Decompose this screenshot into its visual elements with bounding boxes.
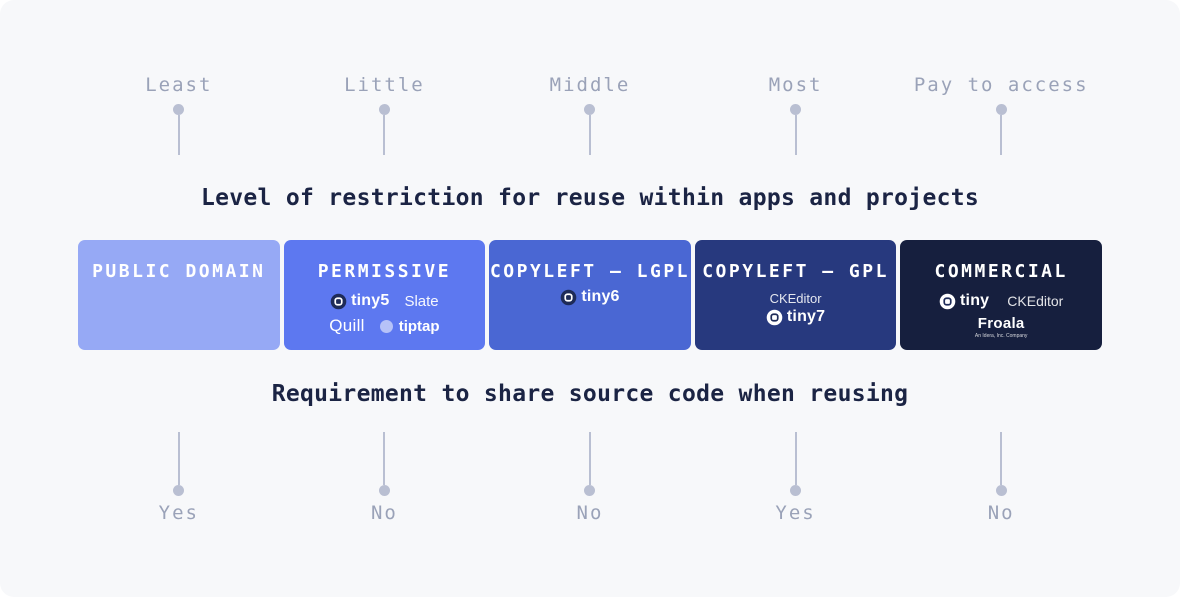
restriction-label: Most	[768, 74, 823, 96]
card-copyleft-gpl: COPYLEFT — GPL CKEditor tiny7	[694, 240, 897, 350]
restriction-label: Middle	[549, 74, 631, 96]
pin-stem	[794, 432, 797, 485]
share-scale: Yes No No Yes No	[78, 432, 1102, 524]
restriction-pin-little: Little	[284, 74, 486, 155]
license-cards-row: PUBLIC DOMAIN PERMISSIVE tiny5 Slate Qui	[78, 240, 1102, 350]
share-label: No	[370, 502, 398, 524]
pin-stem	[794, 115, 797, 155]
pin-stem	[383, 115, 386, 155]
pin-stem	[177, 115, 180, 155]
share-pin-2: No	[284, 432, 486, 524]
pin-dot	[995, 104, 1007, 115]
card-title: PERMISSIVE	[317, 261, 452, 282]
permissive-logos-row-2: Quill tiptap	[329, 316, 439, 336]
tiny-logo-icon	[561, 289, 577, 305]
share-pin-1: Yes	[78, 432, 280, 524]
froala-logo: Froala An Idera, Inc. Company	[975, 315, 1028, 339]
froala-logo-subtext: An Idera, Inc. Company	[974, 333, 1028, 339]
permissive-logos-row-1: tiny5 Slate	[330, 292, 439, 310]
restriction-pin-middle: Middle	[489, 74, 691, 155]
pin-dot	[584, 104, 596, 115]
restriction-scale: Least Little Middle Most Pay to access	[78, 74, 1102, 155]
share-pin-5: No	[900, 432, 1102, 524]
tiny6-logo-text: tiny6	[581, 288, 620, 305]
share-label: Yes	[158, 502, 199, 524]
share-heading: Requirement to share source code when re…	[271, 381, 909, 407]
restriction-pin-pay: Pay to access	[900, 74, 1102, 155]
tiny-logo-icon	[330, 293, 347, 309]
restriction-pin-most: Most	[695, 74, 897, 155]
card-public-domain: PUBLIC DOMAIN	[78, 240, 280, 350]
share-label: No	[987, 502, 1015, 524]
gpl-logos-row: tiny7	[766, 308, 825, 326]
pin-stem	[177, 432, 180, 485]
share-pin-3: No	[489, 432, 691, 524]
card-title: COPYLEFT — GPL	[702, 261, 889, 282]
share-label: Yes	[775, 502, 816, 524]
pin-stem	[1000, 432, 1003, 485]
tiny7-logo-text: tiny7	[786, 308, 826, 325]
restriction-label: Pay to access	[913, 74, 1089, 96]
pin-dot	[173, 104, 185, 115]
ckeditor-logo-text: CKEditor	[769, 291, 822, 306]
share-pin-4: Yes	[695, 432, 897, 524]
restriction-label: Least	[145, 74, 213, 96]
tiny7-logo: tiny7	[766, 308, 825, 326]
card-title: COPYLEFT — LGPL	[489, 261, 691, 282]
card-title: COMMERCIAL	[934, 261, 1068, 282]
restriction-pin-least: Least	[78, 74, 280, 155]
tiny5-logo: tiny5	[330, 292, 389, 310]
card-commercial: COMMERCIAL tiny CKEditor Froala An Idera…	[900, 240, 1102, 350]
restriction-heading: Level of restriction for reuse within ap…	[200, 185, 980, 211]
tiptap-logo-icon	[379, 319, 393, 333]
pin-dot	[790, 485, 802, 496]
tiny-logo: tiny	[939, 292, 989, 310]
lgpl-logos-row: tiny6	[560, 288, 619, 306]
ckeditor-logo-text: CKEditor	[1007, 293, 1064, 309]
pin-stem	[1000, 115, 1003, 155]
card-title: PUBLIC DOMAIN	[92, 261, 266, 282]
card-permissive: PERMISSIVE tiny5 Slate Quill	[283, 240, 486, 350]
pin-dot	[173, 485, 185, 496]
commercial-logos-row-1: tiny CKEditor	[939, 292, 1063, 310]
pin-dot	[995, 485, 1007, 496]
share-label: No	[576, 502, 604, 524]
card-copyleft-lgpl: COPYLEFT — LGPL tiny6	[489, 240, 691, 350]
slate-logo-text: Slate	[404, 292, 439, 310]
tiptap-logo-text: tiptap	[398, 317, 440, 335]
pin-stem	[588, 432, 591, 485]
pin-dot	[378, 485, 390, 496]
tiny5-logo-text: tiny5	[351, 292, 390, 309]
tiny-logo-icon	[939, 293, 956, 309]
tiny6-logo: tiny6	[560, 288, 619, 306]
pin-dot	[378, 104, 390, 115]
tiny-logo-icon	[766, 309, 783, 325]
tiny-logo-text: tiny	[960, 292, 990, 309]
tiptap-logo: tiptap	[379, 317, 440, 335]
restriction-label: Little	[344, 74, 425, 96]
quill-logo-text: Quill	[329, 316, 365, 335]
froala-logo-text: Froala	[977, 315, 1025, 332]
pin-stem	[588, 115, 591, 155]
pin-dot	[584, 485, 596, 496]
pin-dot	[790, 104, 802, 115]
pin-stem	[383, 432, 386, 485]
